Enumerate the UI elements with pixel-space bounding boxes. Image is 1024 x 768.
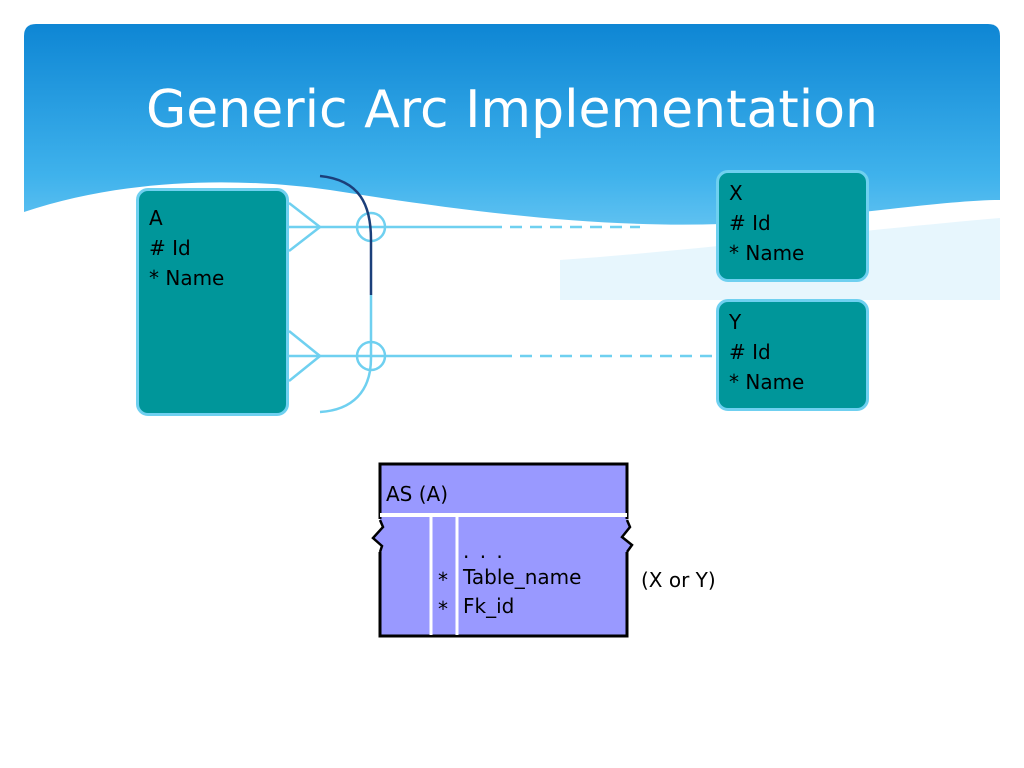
entity-attribute-name: * Name — [149, 266, 225, 290]
table-border-top — [378, 462, 629, 519]
entity-attribute-name: * Name — [729, 241, 805, 265]
entity-attribute-name: * Name — [729, 370, 805, 394]
entity-a: A # Id * Name — [136, 188, 289, 416]
table-break-left — [371, 519, 385, 553]
table-ellipsis: . . . — [463, 539, 505, 563]
table-box — [371, 462, 634, 638]
entity-name: X — [729, 181, 743, 205]
mandatory-marker: * — [438, 568, 448, 592]
table-title: AS (A) — [386, 482, 449, 506]
entity-y: Y # Id * Name — [716, 299, 869, 411]
table-border-bottom — [378, 552, 629, 638]
entity-attribute-id: # Id — [729, 211, 771, 235]
crows-foot-lower — [288, 226, 321, 252]
slide-title: Generic Arc Implementation — [145, 80, 878, 140]
entity-attribute-id: # Id — [729, 340, 771, 364]
column-fk-id: Fk_id — [463, 594, 515, 618]
crows-foot-lower — [288, 355, 321, 382]
table-note: (X or Y) — [641, 568, 716, 592]
relationship-a-y — [288, 330, 716, 382]
relationship-a-x — [288, 202, 640, 252]
mandatory-marker: * — [438, 597, 448, 621]
entity-attribute-id: # Id — [149, 236, 191, 260]
entity-x: X # Id * Name — [716, 170, 869, 282]
entity-name: Y — [729, 310, 742, 334]
table-body — [373, 464, 632, 636]
entity-name: A — [149, 206, 163, 230]
column-table-name: Table_name — [463, 565, 582, 589]
table-break-right — [620, 519, 634, 553]
exclusive-arc-dark — [319, 174, 373, 295]
crows-foot-upper — [288, 202, 321, 228]
crows-foot-upper — [288, 330, 321, 357]
exclusive-arc-light — [319, 295, 373, 414]
